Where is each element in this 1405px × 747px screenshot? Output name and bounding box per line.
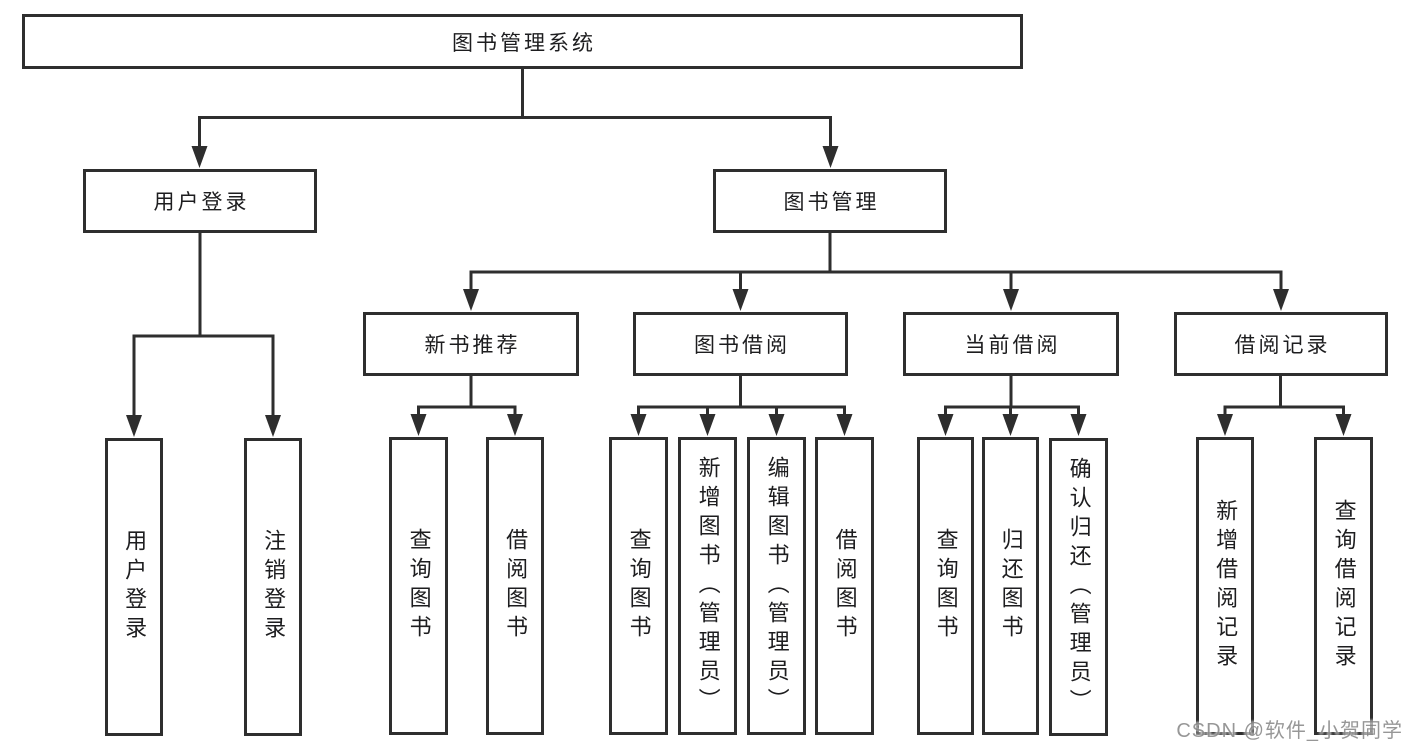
node-label: 图书管理	[783, 191, 880, 214]
node-label: 查询图书	[933, 528, 959, 644]
node-label: 新增图书（管理员）	[695, 455, 721, 717]
node-label: 图书借阅	[694, 334, 790, 357]
node-label: 归还图书	[998, 528, 1024, 644]
node-label: 新增借阅记录	[1213, 499, 1239, 673]
node-label: 查询借阅记录	[1331, 499, 1357, 673]
leaf-add-book-admin: 新增图书（管理员）	[678, 437, 737, 735]
connector-borrowing-records-children	[1217, 376, 1352, 436]
node-label: 查询图书	[406, 528, 432, 644]
node-root-system: 图书管理系统	[22, 14, 1023, 69]
node-label: 图书管理系统	[452, 31, 596, 55]
node-user-login: 用户登录	[83, 169, 317, 233]
leaf-query-borrowing-record: 查询借阅记录	[1314, 437, 1373, 735]
node-label: 用户登录	[153, 191, 250, 214]
node-label: 确认归还（管理员）	[1066, 456, 1092, 718]
leaf-confirm-return-admin: 确认归还（管理员）	[1049, 438, 1108, 736]
node-label: 查询图书	[626, 528, 652, 644]
node-label: 新书推荐	[424, 334, 521, 357]
leaf-borrow-books-borrowing: 借阅图书	[815, 437, 874, 735]
node-label: 用户登录	[122, 529, 148, 645]
node-label: 当前借阅	[964, 334, 1061, 357]
connector-user-login-children	[126, 233, 281, 437]
leaf-add-borrowing-record: 新增借阅记录	[1196, 437, 1254, 735]
watermark-text: CSDN @软件_小贺同学	[1176, 720, 1403, 742]
node-borrowing-records: 借阅记录	[1174, 312, 1388, 376]
leaf-return-books: 归还图书	[982, 437, 1039, 735]
connector-book-management-children	[463, 233, 1289, 311]
leaf-query-books-borrowing: 查询图书	[609, 437, 668, 735]
node-book-borrowing: 图书借阅	[633, 312, 848, 376]
leaf-edit-book-admin: 编辑图书（管理员）	[747, 437, 806, 735]
node-new-book-recommendation: 新书推荐	[363, 312, 579, 376]
node-book-management: 图书管理	[713, 169, 947, 233]
leaf-borrow-books-recommendation: 借阅图书	[486, 437, 544, 735]
connector-new-book-recommendation-children	[410, 376, 523, 436]
node-label: 编辑图书（管理员）	[764, 455, 790, 717]
node-label: 注销登录	[261, 529, 287, 645]
node-label: 借阅图书	[832, 528, 858, 644]
connector-current-borrowing-children	[937, 376, 1087, 436]
node-current-borrowing: 当前借阅	[903, 312, 1119, 376]
connector-root-to-level2	[191, 69, 839, 168]
leaf-query-books-current: 查询图书	[917, 437, 974, 735]
node-label: 借阅图书	[503, 528, 529, 644]
leaf-query-books-recommendation: 查询图书	[389, 437, 448, 735]
leaf-logout: 注销登录	[244, 438, 302, 736]
leaf-user-login: 用户登录	[105, 438, 163, 736]
node-label: 借阅记录	[1234, 334, 1331, 357]
connector-book-borrowing-children	[630, 376, 853, 436]
